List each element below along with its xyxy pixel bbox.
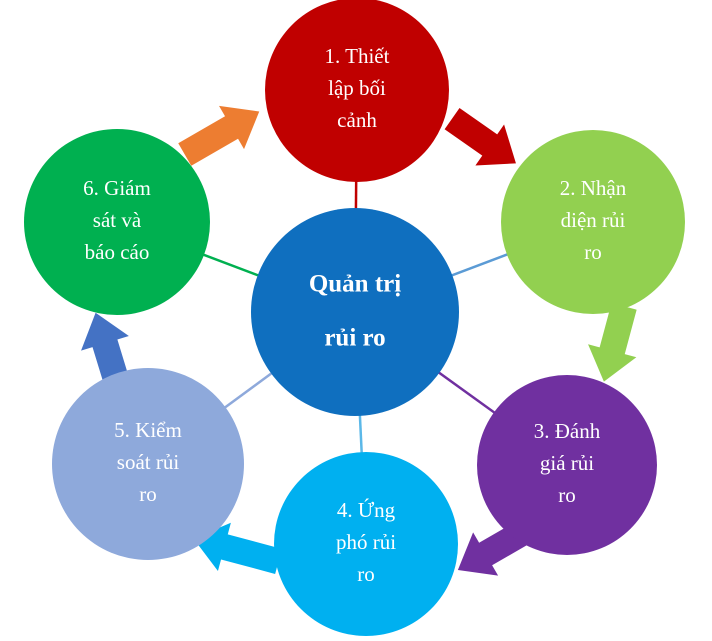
step-label-line: 6. Giám	[83, 176, 151, 200]
step-label-line: lập bối	[328, 76, 386, 100]
step-label-line: 4. Ứng	[337, 498, 396, 522]
step-label-line: ro	[584, 240, 602, 264]
step-node-4: 4. Ứng phó rủi ro	[274, 452, 458, 636]
step-circle-4	[274, 452, 458, 636]
step-node-3: 3. Đánh giá rủi ro	[477, 375, 657, 555]
step-label-line: cảnh	[337, 108, 377, 132]
step-circle-1	[265, 0, 449, 182]
center-label-line: rủi ro	[324, 325, 385, 352]
step-circle-5	[52, 368, 244, 560]
flow-arrow-6	[178, 105, 260, 166]
step-label-line: 5. Kiểm	[114, 418, 182, 442]
step-label-line: sát và	[93, 208, 142, 232]
step-circle-3	[477, 375, 657, 555]
step-label-line: 2. Nhận	[560, 176, 627, 200]
center-label-line: Quản trị	[309, 271, 401, 298]
flow-arrow-4	[193, 522, 282, 574]
step-label-line: giá rủi	[540, 451, 594, 475]
step-node-2: 2. Nhận diện rủi ro	[501, 130, 685, 314]
center-node: Quản trị rủi ro	[251, 208, 459, 416]
step-node-1: 1. Thiết lập bối cảnh	[265, 0, 449, 182]
step-circle-2	[501, 130, 685, 314]
step-label-line: soát rủi	[117, 450, 180, 474]
flow-arrow-5	[81, 312, 131, 392]
step-node-5: 5. Kiểm soát rủi ro	[52, 368, 244, 560]
step-label-line: ro	[357, 562, 375, 586]
step-label-line: phó rủi	[336, 530, 396, 554]
step-label-line: diện rủi	[561, 208, 626, 232]
step-node-6: 6. Giám sát và báo cáo	[24, 129, 210, 315]
step-label-line: 1. Thiết	[325, 44, 390, 68]
step-label-line: ro	[139, 482, 157, 506]
flow-arrow-1	[444, 107, 516, 166]
step-label-line: báo cáo	[85, 240, 150, 264]
center-circle	[251, 208, 459, 416]
flow-arrow-2	[588, 302, 637, 382]
step-label-line: ro	[558, 483, 576, 507]
step-circle-6	[24, 129, 210, 315]
step-label-line: 3. Đánh	[534, 419, 601, 443]
